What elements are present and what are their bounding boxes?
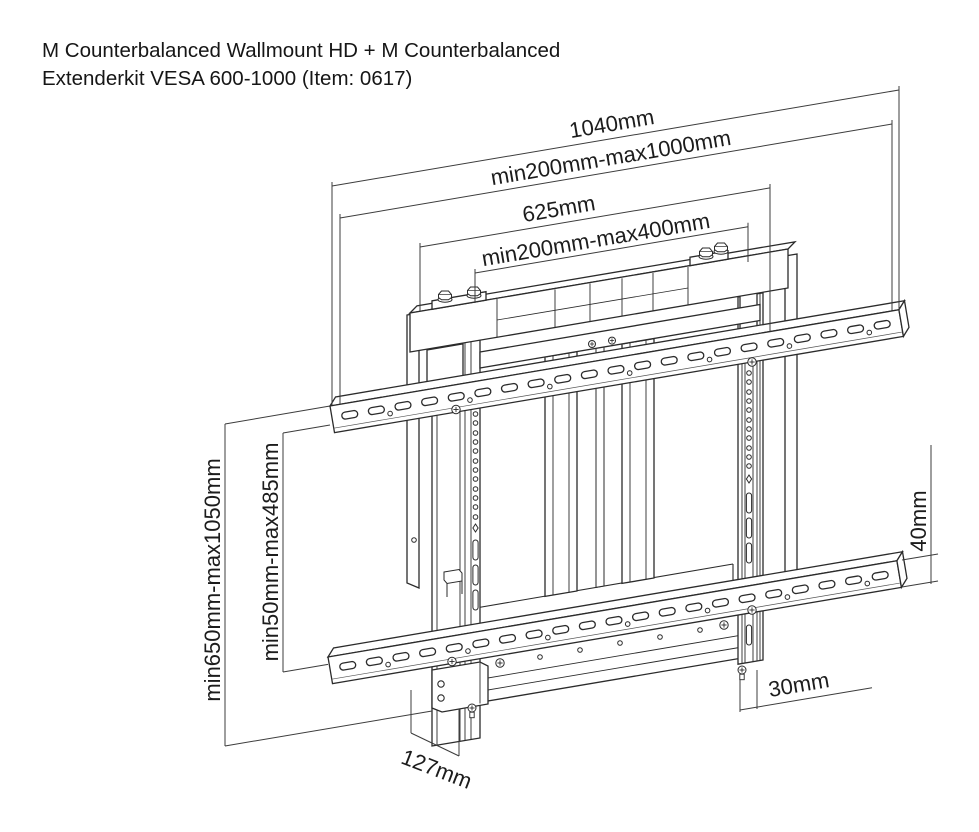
dim-label-side-offset: 30mm (767, 667, 831, 702)
wall-plate-right-strip (784, 253, 798, 601)
dim-label-bracket-width: 625mm (520, 190, 597, 227)
knob-bolt (713, 242, 729, 255)
rail-clamp-bolt (447, 656, 457, 667)
knob-bolt (698, 247, 714, 260)
right-bracket-screw (737, 665, 747, 681)
wall-plate-left-strip (406, 312, 420, 589)
dim-bracket-width (419, 184, 771, 331)
knob-bolt (466, 286, 482, 299)
dim-label-depth: 127mm (398, 744, 475, 794)
knob-bolt (437, 290, 453, 303)
dim-rail-height (901, 445, 939, 588)
dim-wall-hole-width (339, 120, 893, 404)
latch-block (443, 568, 463, 597)
diagram-title-line1: M Counterbalanced Wallmount HD + M Count… (42, 39, 560, 62)
crossbar-screw (588, 340, 596, 348)
rail-clamp-bolt (747, 605, 757, 615)
dim-label-lower-height: min50mm-max485mm (258, 443, 283, 662)
dim-label-rail-height: 40mm (906, 490, 931, 551)
dim-inner-width (474, 222, 749, 303)
dim-label-mount-height: min650mm-max1050mm (200, 458, 225, 701)
extender-crossbar (479, 303, 761, 369)
dim-label-total-width: 1040mm (567, 104, 656, 143)
foot-bracket (431, 661, 489, 719)
rail-clamp-bolt (747, 357, 757, 367)
dim-lower-height (282, 424, 331, 673)
dim-side-offset (739, 670, 873, 712)
rail-clamp-bolt (451, 404, 461, 415)
right-inner-channel (621, 337, 655, 585)
diagram-title-line2: Extenderkit VESA 600-1000 (Item: 0617) (42, 67, 412, 90)
top-crossbar (408, 240, 797, 353)
crossbar-screw (608, 336, 616, 345)
dim-depth (410, 690, 460, 757)
dim-total-width (331, 86, 900, 405)
dim-mount-height (224, 405, 433, 747)
